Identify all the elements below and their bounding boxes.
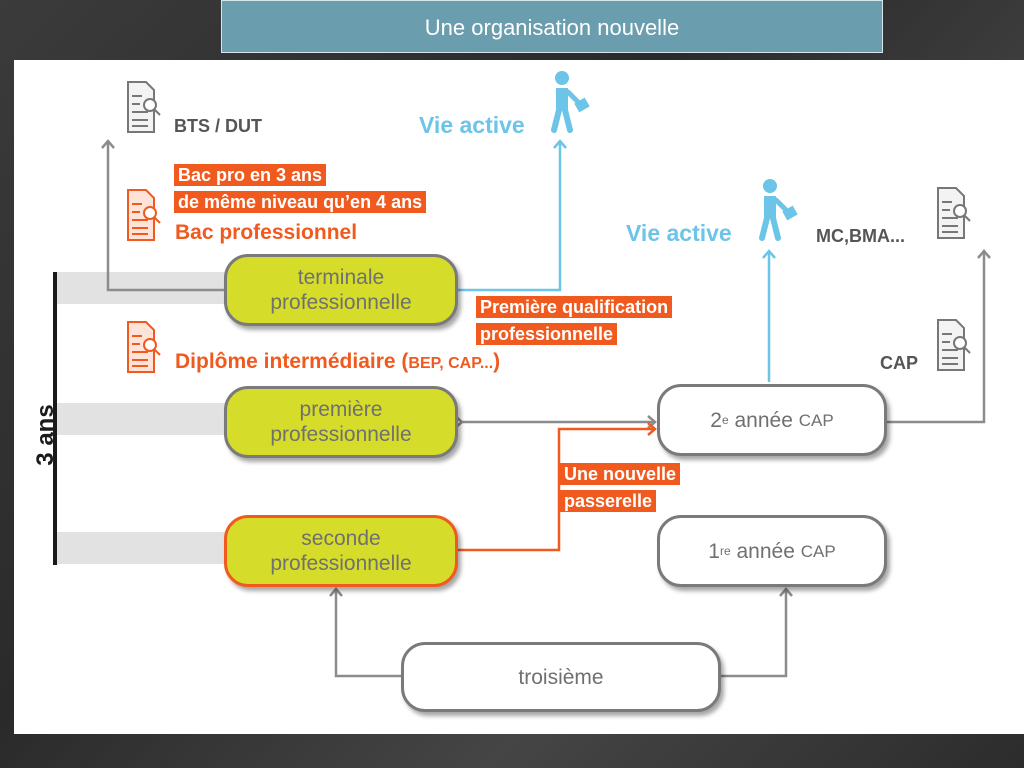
cap1-cap: CAP [800, 541, 836, 561]
tag-bac-line2: de même niveau qu’en 4 ans [174, 191, 427, 213]
tag-qualif-line1: Première qualification [476, 296, 673, 318]
cap2-text: année [728, 408, 799, 432]
node-terminale[interactable]: terminale professionnelle [224, 254, 458, 326]
cap1-text: année [730, 539, 801, 563]
diagram-connectors [53, 71, 991, 678]
tag-passerelle-line1: Une nouvelle [560, 463, 681, 485]
arrow-passerelle [458, 422, 657, 552]
document-icon [127, 189, 161, 241]
document-icon [127, 321, 161, 373]
slide-title: Une organisation nouvelle [221, 0, 883, 53]
label-bts-dut: BTS / DUT [174, 116, 262, 136]
document-icon [937, 187, 971, 239]
tag-passerelle-line2: passerelle [560, 490, 657, 512]
label-diplome-main: Diplôme intermédiaire ( [175, 350, 409, 373]
arrow-terminale-vie-active [454, 139, 567, 292]
cap2-prefix: 2 [710, 408, 722, 432]
label-diplome-small: BEP, CAP... [408, 355, 494, 372]
level-band-terminale [56, 272, 228, 304]
years-label: 3 ans [32, 404, 59, 466]
arrow-cap2-mc-bma [886, 249, 991, 424]
arrow-troisieme-seconde [329, 587, 404, 678]
label-diplome-end: ) [493, 350, 501, 373]
node-premiere[interactable]: première professionnelle [224, 386, 458, 458]
diagram-panel: BTS / DUT Vie active Vie active MC,BMA..… [14, 60, 1024, 734]
label-diplome-intermediaire: Diplôme intermédiaire (BEP, CAP...) [175, 350, 500, 374]
arrow-troisieme-cap1 [720, 587, 793, 678]
label-vie-active-terminale: Vie active [419, 112, 525, 138]
node-troisieme[interactable]: troisième [401, 642, 721, 712]
walking-person-icon [551, 71, 590, 133]
walking-person-icon [759, 179, 798, 241]
node-seconde[interactable]: seconde professionnelle [224, 515, 458, 587]
level-band-seconde [56, 532, 228, 564]
cap1-prefix: 1 [708, 539, 720, 563]
arrow-terminale-bts [101, 139, 224, 292]
label-vie-active-cap: Vie active [626, 220, 732, 246]
document-icon [127, 81, 161, 133]
label-bac-pro: Bac professionnel [175, 221, 358, 244]
label-mc-bma: MC,BMA... [816, 226, 905, 246]
label-cap: CAP [880, 353, 919, 373]
document-icon [937, 319, 971, 371]
tag-qualif-line2: professionnelle [476, 323, 618, 345]
tag-bac-line1: Bac pro en 3 ans [174, 164, 327, 186]
cap2-cap: CAP [798, 410, 834, 430]
level-band-premiere [56, 403, 228, 435]
